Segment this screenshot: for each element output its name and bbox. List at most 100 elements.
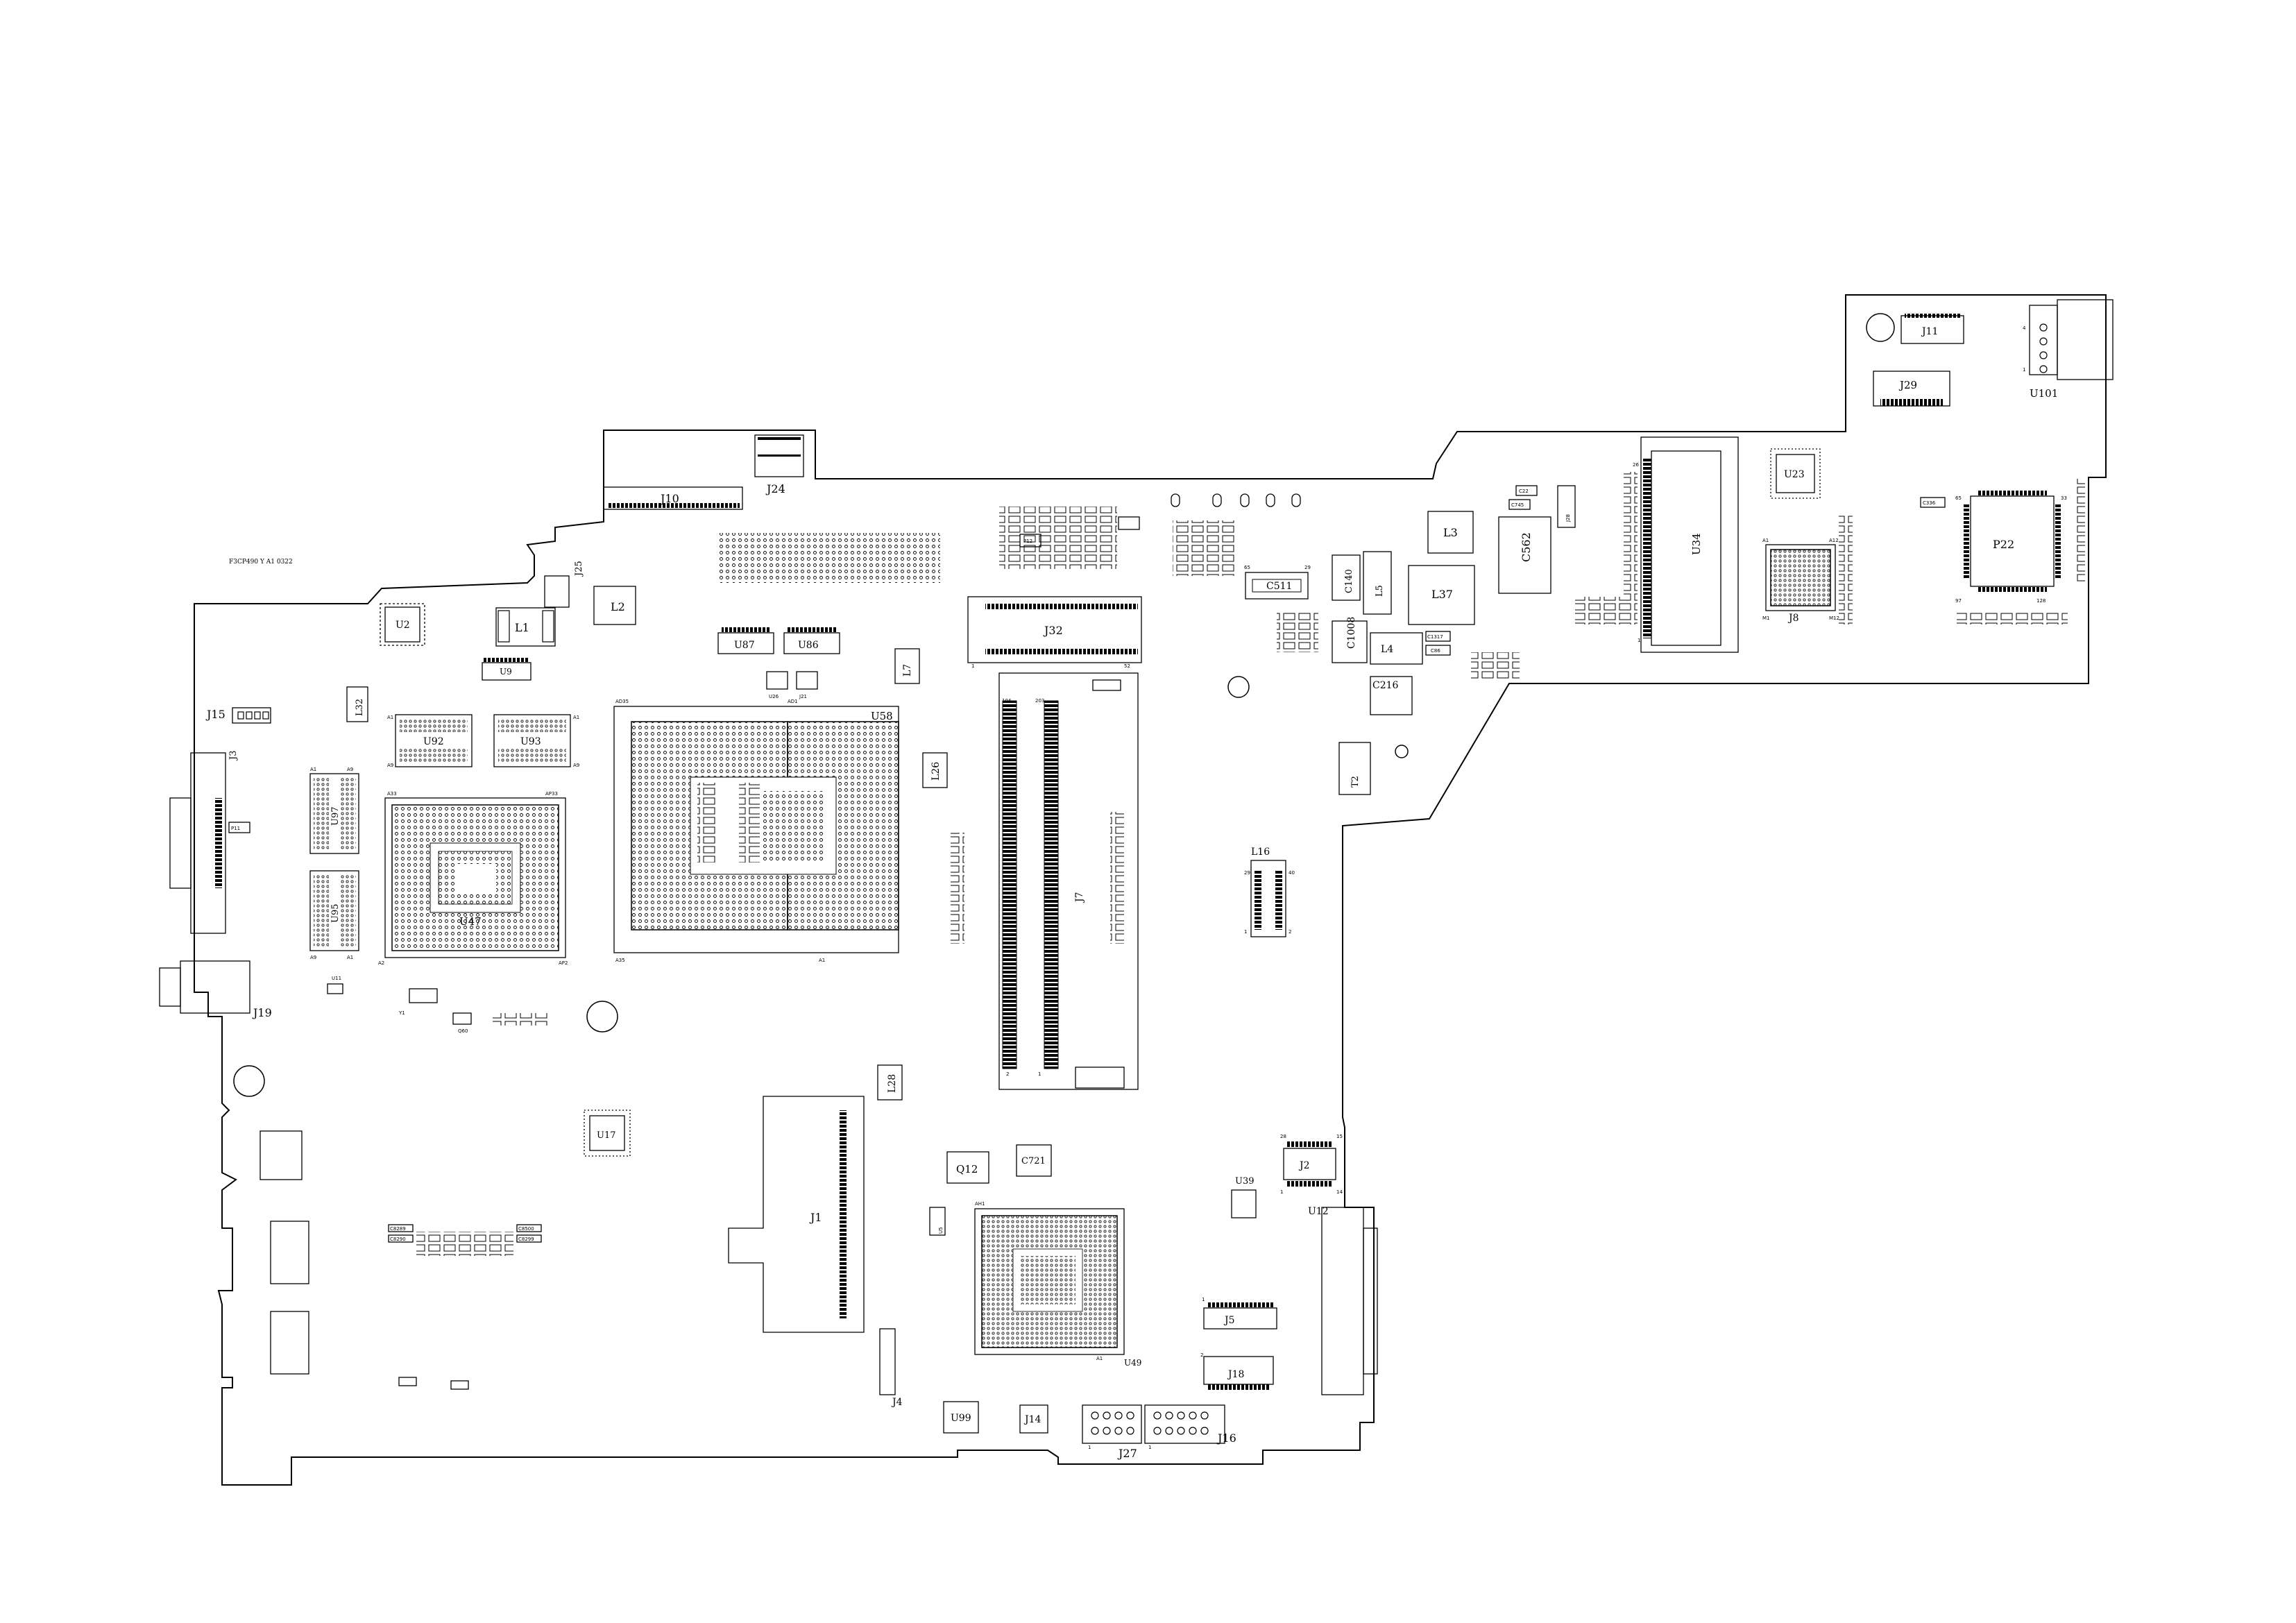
- part-p12: [1118, 516, 1140, 530]
- via-array: [718, 533, 940, 583]
- svg-text:1: 1: [1088, 1445, 1091, 1450]
- resistor-array: [1575, 597, 1638, 624]
- chip-u17: U17: [584, 1110, 631, 1157]
- svg-text:52: 52: [1124, 663, 1130, 669]
- svg-text:C745: C745: [1511, 502, 1524, 508]
- inductor-l32: L32: [346, 686, 368, 722]
- svg-text:J2: J2: [1298, 1160, 1310, 1171]
- svg-text:U101: U101: [2030, 387, 2058, 400]
- resistor-array: [1839, 513, 1853, 624]
- svg-text:U17: U17: [597, 1130, 616, 1141]
- svg-text:A1: A1: [310, 767, 316, 772]
- mounting-hole: [1227, 676, 1250, 698]
- connector-j10: J10: [603, 486, 743, 510]
- inductor-l5: L3: [1427, 511, 1474, 554]
- svg-text:J15: J15: [205, 708, 226, 721]
- svg-text:C1317: C1317: [1427, 634, 1443, 640]
- chip-u39: J2 28 15 1 14: [1280, 1134, 1343, 1195]
- svg-text:14: 14: [1336, 1189, 1343, 1195]
- svg-text:A1: A1: [347, 955, 353, 960]
- mounting-hole: [233, 1065, 265, 1097]
- capacitor-group: C8289 C8290 C8500 C8299: [388, 1224, 542, 1256]
- svg-text:U23: U23: [1784, 469, 1805, 480]
- svg-text:J19: J19: [252, 1006, 272, 1019]
- svg-text:A1: A1: [1096, 1356, 1103, 1361]
- svg-text:33: 33: [2061, 495, 2067, 501]
- svg-text:J25: J25: [574, 561, 584, 577]
- connector-j25: J25: [544, 561, 584, 608]
- connector-j29: U101 4 1: [2023, 299, 2114, 400]
- resistor-array: [1957, 611, 2068, 624]
- mounting-hole: [1866, 313, 1895, 342]
- svg-text:2: 2: [1200, 1352, 1203, 1358]
- inductor-l26: L26: [922, 752, 948, 788]
- inductor-l2: L2: [593, 586, 636, 625]
- svg-text:29: 29: [1244, 870, 1250, 876]
- svg-text:97: 97: [1955, 598, 1962, 604]
- svg-text:U92: U92: [423, 736, 444, 747]
- svg-text:J3: J3: [228, 751, 239, 761]
- connector-j19: J19: [159, 960, 272, 1019]
- svg-text:L32: L32: [355, 699, 365, 716]
- svg-text:1: 1: [1202, 1297, 1205, 1302]
- connector-j14: J27 1: [1082, 1404, 1142, 1460]
- chip-u12: C511 65 29: [1244, 565, 1311, 600]
- svg-text:1: 1: [1638, 638, 1640, 643]
- svg-text:C22: C22: [1519, 488, 1529, 494]
- chip-u47: U47 A33 AP33 A2 AP2: [378, 791, 568, 966]
- svg-text:U58: U58: [871, 710, 893, 722]
- svg-text:1: 1: [1148, 1445, 1151, 1450]
- mounting-hole: [1395, 745, 1409, 758]
- connector-j5: J18 2: [1200, 1352, 1274, 1390]
- svg-text:1: 1: [1244, 929, 1247, 935]
- connector-j4: J4: [879, 1328, 903, 1408]
- svg-text:Y1: Y1: [398, 1010, 405, 1016]
- svg-text:A12: A12: [1829, 538, 1839, 543]
- svg-text:C721: C721: [1021, 1156, 1046, 1166]
- capacitor-group: C745 C22 C1317 C86: [1425, 485, 1538, 656]
- chip-u95: U95 A9 A1: [309, 870, 359, 960]
- mounting-hole: [586, 1001, 618, 1033]
- svg-text:L5: L5: [1375, 585, 1385, 597]
- svg-text:L28: L28: [887, 1074, 898, 1093]
- capacitor-c336: C336: [1920, 497, 1946, 508]
- svg-text:U2: U2: [396, 620, 410, 631]
- svg-text:C336: C336: [1923, 500, 1936, 506]
- chip-u87: U87: [717, 627, 774, 654]
- chip-u26: J21: [796, 671, 818, 699]
- svg-text:L2: L2: [611, 600, 625, 613]
- svg-text:AD35: AD35: [615, 699, 629, 704]
- svg-text:L4: L4: [1381, 644, 1393, 655]
- connector-j21: J7 104 203 2 1: [998, 672, 1139, 1090]
- svg-text:P12: P12: [1023, 538, 1032, 544]
- chip-u34: U23: [1770, 448, 1821, 499]
- svg-text:65: 65: [1955, 495, 1962, 501]
- svg-text:1: 1: [1280, 1189, 1283, 1195]
- transformer-t2: C562: [1498, 516, 1551, 594]
- svg-text:29: 29: [1304, 565, 1311, 570]
- inductor-l3: L37: [1408, 565, 1475, 625]
- chip-u101: P22 65 33 97 128: [1955, 491, 2067, 604]
- capacitor-c1008: L4: [1370, 632, 1423, 665]
- svg-text:U39: U39: [1235, 1176, 1255, 1187]
- transistor-q60: Q60: [452, 1012, 472, 1034]
- connector-j32: J32 52 1: [967, 596, 1142, 669]
- svg-text:J27: J27: [1117, 1447, 1137, 1460]
- usb-port-shell: [270, 1221, 309, 1284]
- svg-text:U87: U87: [734, 640, 755, 651]
- svg-text:1: 1: [2023, 367, 2025, 373]
- svg-text:M12: M12: [1829, 615, 1839, 621]
- svg-text:C8500: C8500: [518, 1226, 534, 1232]
- svg-text:1: 1: [971, 663, 974, 669]
- svg-text:J18: J18: [1227, 1369, 1244, 1380]
- svg-text:128: 128: [2036, 598, 2046, 604]
- svg-text:A9: A9: [573, 763, 579, 768]
- connector-j11: J29: [1873, 371, 1950, 407]
- chip-u93: U93 A1 A9: [493, 714, 579, 768]
- svg-text:U49: U49: [1124, 1358, 1141, 1368]
- svg-text:J32: J32: [1043, 624, 1063, 637]
- svg-text:L16: L16: [1251, 847, 1270, 858]
- chip-u5: AH1 A1 U49: [974, 1201, 1141, 1368]
- inductor-l4: C216: [1370, 676, 1413, 715]
